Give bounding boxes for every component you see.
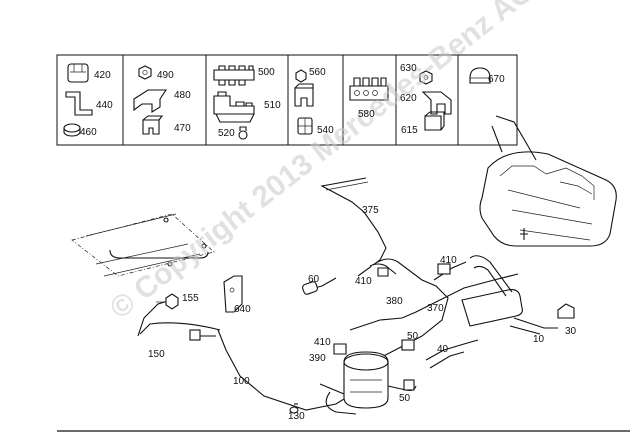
purge-valve-assembly — [425, 255, 575, 369]
clip-holder — [294, 83, 314, 107]
nut-630 — [419, 70, 433, 85]
part-number-label: 640 — [234, 304, 251, 315]
part-number-label: 615 — [401, 125, 418, 136]
nut-155 — [156, 293, 179, 310]
part-number-label: 155 — [182, 293, 199, 304]
part-number-label: 560 — [309, 67, 326, 78]
main-part-labels: 375 410 410 60 380 370 155 640 30 10 410… — [148, 205, 577, 422]
part-number-label: 410 — [440, 255, 457, 266]
part-number-label: 10 — [533, 334, 545, 345]
mount-470 — [142, 115, 164, 135]
nut-490 — [138, 65, 152, 80]
part-number-label: 420 — [94, 70, 111, 81]
part-number-label: 470 — [174, 123, 191, 134]
part-number-label: 440 — [96, 100, 113, 111]
part-number-label: 620 — [400, 93, 417, 104]
clip-420 — [67, 63, 89, 83]
clip-strip-580 — [349, 77, 389, 101]
bracket-640 — [223, 275, 243, 313]
part-number-label: 390 — [309, 353, 326, 364]
grommet-460 — [63, 123, 81, 137]
part-number-label: 40 — [437, 344, 449, 355]
part-number-label: 460 — [80, 127, 97, 138]
part-number-label: 60 — [308, 274, 320, 285]
part-number-label: 100 — [233, 376, 250, 387]
part-number-label: 380 — [386, 296, 403, 307]
part-number-label: 490 — [157, 70, 174, 81]
part-number-label: 130 — [288, 411, 305, 422]
part-number-label: 150 — [148, 349, 165, 360]
holder-480 — [133, 89, 168, 113]
fuel-tank — [479, 115, 617, 247]
bracket-440 — [65, 91, 93, 116]
stud-520 — [238, 126, 248, 140]
part-number-label: 370 — [427, 303, 444, 314]
copyright-watermark: © Copyright 2013 Mercedes-Benz AG — [104, 0, 540, 326]
small-parts-legend — [56, 54, 518, 146]
clip-410-lower — [333, 343, 347, 355]
charcoal-canister — [319, 339, 417, 415]
part-number-label: 580 — [358, 109, 375, 120]
holder-620 — [421, 91, 452, 115]
part-number-label: 410 — [314, 337, 331, 348]
part-number-label: 30 — [565, 326, 577, 337]
clip-540 — [297, 117, 313, 135]
part-number-label: 375 — [362, 205, 379, 216]
clip-410-upper — [377, 267, 389, 277]
clip-block-500 — [213, 65, 255, 86]
part-number-label: 480 — [174, 90, 191, 101]
part-number-label: 540 — [317, 125, 334, 136]
part-number-label: 500 — [258, 67, 275, 78]
damper-615 — [424, 111, 445, 131]
part-number-label: 670 — [488, 74, 505, 85]
part-number-label: 520 — [218, 128, 235, 139]
clip-block-510 — [213, 91, 255, 123]
nut-560 — [295, 69, 307, 83]
part-number-label: 50 — [399, 393, 411, 404]
part-number-label: 410 — [355, 276, 372, 287]
part-number-label: 510 — [264, 100, 281, 111]
cap-670 — [469, 67, 491, 84]
legend-part-labels: 420 440 460 490 480 470 500 510 520 560 … — [80, 63, 505, 139]
part-number-label: 50 — [407, 331, 419, 342]
part-number-label: 630 — [400, 63, 417, 74]
floor-frame — [71, 213, 215, 277]
